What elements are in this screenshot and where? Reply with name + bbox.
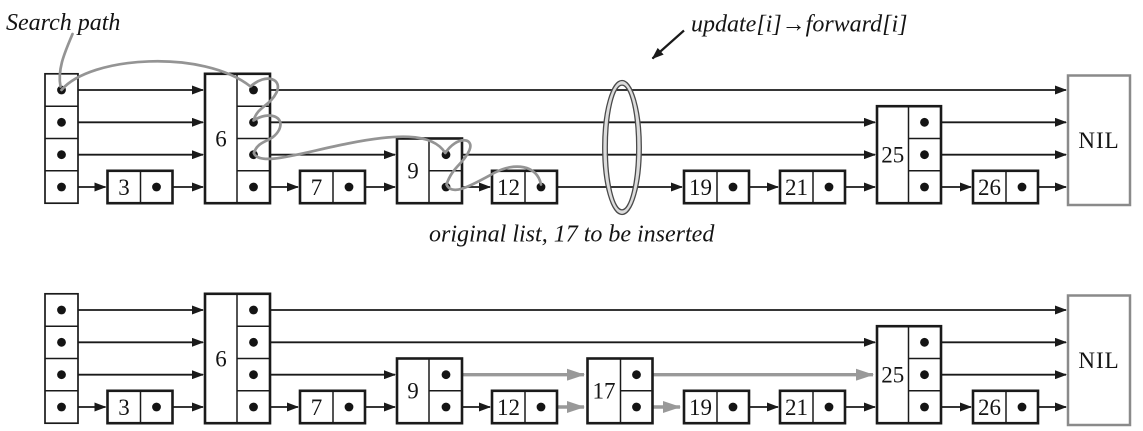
bottom-black-arrows: [61, 305, 1067, 412]
node-value: 12: [497, 175, 520, 200]
update-forward-label: update[i]→forward[i]: [691, 12, 907, 38]
top-header-node: [44, 72, 79, 205]
bottom-node-25: 25: [875, 324, 943, 425]
bottom-node-12: 12: [490, 389, 559, 425]
top-node-19: 19: [682, 169, 751, 205]
top-node-6: 6: [203, 72, 272, 205]
node-value: 3: [118, 395, 130, 420]
nil-label: NIL: [1078, 128, 1119, 153]
node-value: 21: [785, 395, 808, 420]
bottom-node-17-inserted: 17: [586, 357, 654, 425]
bottom-node-7: 7: [298, 389, 367, 425]
caption-label: original list, 17 to be inserted: [429, 222, 715, 248]
bottom-header-node: [44, 292, 79, 425]
node-value: 25: [881, 143, 904, 168]
nil-label: NIL: [1078, 348, 1119, 373]
bottom-node-6: 6: [203, 292, 272, 425]
top-node-9: 9: [395, 137, 464, 205]
node-value: 26: [978, 175, 1001, 200]
bottom-node-9: 9: [395, 357, 464, 425]
update-forward-pointer-arrow: [651, 29, 685, 60]
top-node-25: 25: [875, 104, 943, 205]
top-skiplist: 3 6 7 9: [6, 10, 1132, 248]
node-value: 12: [497, 395, 520, 420]
node-value: 9: [407, 159, 419, 184]
node-value: 17: [593, 379, 616, 404]
top-node-7: 7: [298, 169, 367, 205]
search-path-label: Search path: [6, 10, 120, 36]
top-node-3: 3: [106, 169, 174, 205]
node-value: 9: [407, 379, 419, 404]
node-value: 26: [978, 395, 1001, 420]
node-value: 3: [118, 175, 130, 200]
node-value: 19: [689, 395, 712, 420]
node-value: 6: [215, 127, 227, 152]
top-node-21: 21: [778, 169, 847, 205]
node-value: 6: [215, 347, 227, 372]
node-value: 7: [311, 395, 323, 420]
top-node-26: 26: [971, 169, 1040, 205]
bottom-node-26: 26: [971, 389, 1040, 425]
node-value: 7: [311, 175, 323, 200]
bottom-node-19: 19: [682, 389, 751, 425]
bottom-node-21: 21: [778, 389, 847, 425]
search-path-leader-line: [58, 32, 74, 88]
node-value: 21: [785, 175, 808, 200]
search-path-curve: [60, 59, 543, 192]
bottom-skiplist: 3 6 7 9: [44, 292, 1132, 427]
top-node-12: 12: [490, 169, 559, 205]
top-nil-node: NIL: [1066, 74, 1132, 207]
bottom-node-3: 3: [106, 389, 174, 425]
node-value: 19: [689, 175, 712, 200]
update-forward-ellipse: [602, 79, 642, 216]
bottom-nil-node: NIL: [1066, 294, 1132, 427]
node-value: 25: [881, 363, 904, 388]
